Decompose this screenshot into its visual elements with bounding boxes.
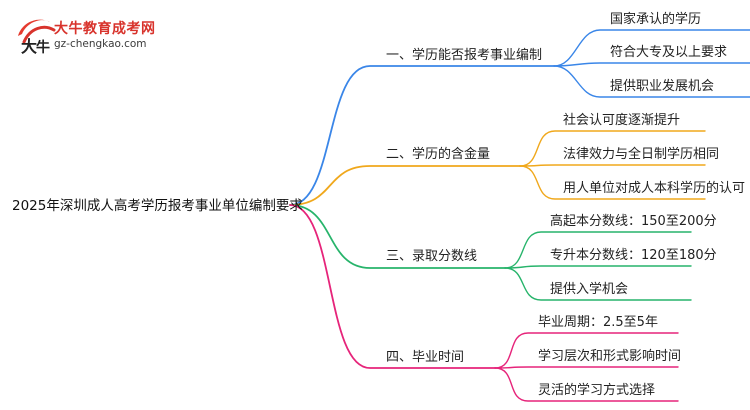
branch-4-item-2-connector	[494, 366, 679, 369]
branch-2-item-3-connector	[519, 165, 706, 200]
branch-2-item-1-connector	[519, 130, 706, 167]
branch-4-item-2: 学习层次和形式影响时间	[538, 349, 682, 364]
branch-3-item-3: 提供入学机会	[550, 282, 629, 297]
branch-3-item-1-connector	[504, 231, 692, 269]
branch-1-item-3-connector	[553, 65, 750, 98]
branch-3-item-1: 高起本分数线：150至200分	[550, 214, 717, 229]
branch-3-connector	[289, 204, 506, 269]
branch-2-item-1: 社会认可度逐渐提升	[563, 113, 681, 128]
branch-1-connector	[289, 65, 555, 206]
branch-4-item-1-connector	[494, 332, 679, 369]
site-logo[interactable]: 大 牛 大牛教育成考网 gz-chengkao.com	[14, 12, 174, 56]
branch-3-item-3-connector	[504, 267, 692, 301]
branch-4-connector	[289, 204, 496, 369]
branch-1-item-2: 符合大专及以上要求	[610, 45, 728, 60]
branch-1-item-1-connector	[553, 29, 750, 67]
branch-1: 一、学历能否报考事业编制	[386, 48, 543, 63]
logo-mark-icon: 大 牛	[18, 19, 56, 56]
branch-4-item-3-connector	[494, 367, 679, 402]
svg-text:牛: 牛	[36, 39, 50, 56]
branch-2-item-3: 用人单位对成人本科学历的认可	[563, 181, 746, 196]
branch-2-item-2: 法律效力与全日制学历相同	[563, 147, 720, 162]
svg-text:大: 大	[21, 37, 37, 56]
branch-3-item-2-connector	[504, 265, 692, 269]
logo-title: 大牛教育成考网	[54, 21, 156, 37]
branch-4-item-3: 灵活的学习方式选择	[538, 383, 656, 398]
branch-1-item-3: 提供职业发展机会	[610, 79, 715, 94]
root-node: 2025年深圳成人高考学历报考事业单位编制要求	[12, 198, 303, 214]
branch-2-connector	[289, 165, 521, 206]
branch-4: 四、毕业时间	[386, 350, 465, 365]
logo-url: gz-chengkao.com	[54, 38, 147, 50]
branch-1-item-2-connector	[553, 62, 750, 67]
branch-2-item-2-connector	[519, 164, 706, 167]
branch-4-item-1: 毕业周期：2.5至5年	[538, 315, 658, 330]
branch-3: 三、录取分数线	[386, 249, 478, 264]
branch-2: 二、学历的含金量	[386, 147, 491, 162]
branch-3-item-2: 专升本分数线：120至180分	[550, 248, 717, 263]
branch-1-item-1: 国家承认的学历	[610, 12, 702, 27]
